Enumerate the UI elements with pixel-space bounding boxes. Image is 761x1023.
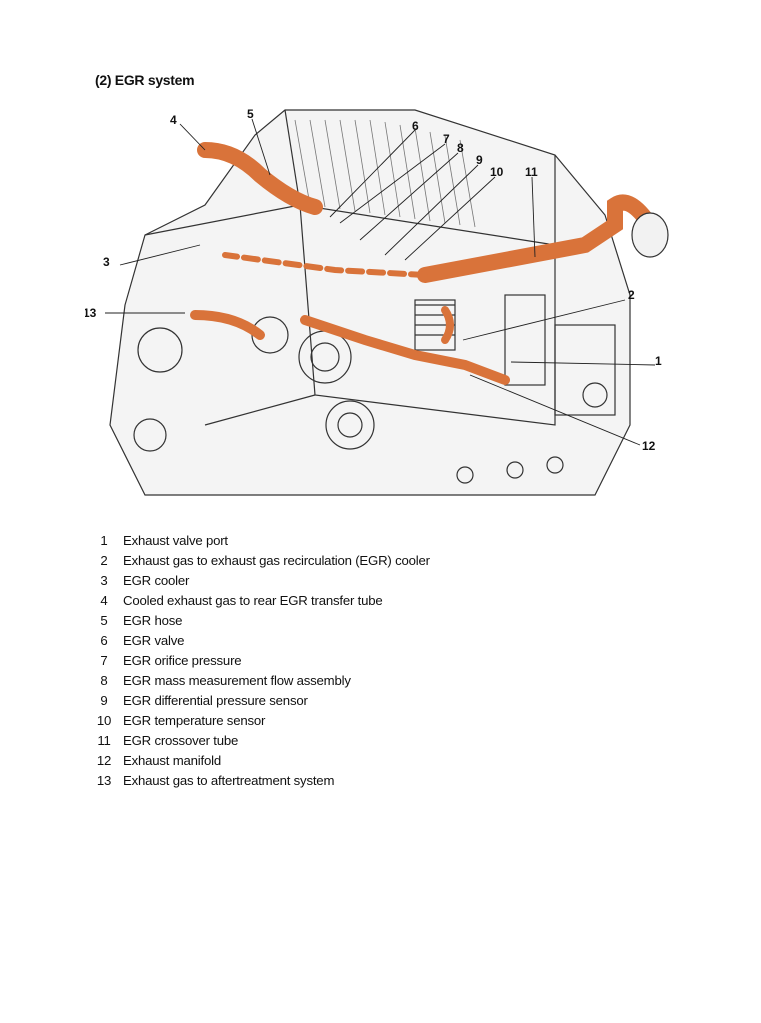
- legend-text: EGR cooler: [123, 572, 190, 588]
- legend-item: 13 Exhaust gas to aftertreatment system: [93, 770, 430, 790]
- legend-text: Exhaust manifold: [123, 752, 221, 768]
- legend-list: 1 Exhaust valve port 2 Exhaust gas to exha…: [93, 530, 430, 790]
- callout-7: 7: [443, 132, 450, 146]
- legend-item: 4 Cooled exhaust gas to rear EGR transfer…: [93, 590, 430, 610]
- turbo-outlet-icon: [631, 212, 669, 258]
- legend-number: 2: [100, 552, 108, 568]
- legend-item: 10 EGR temperature sensor: [93, 710, 430, 730]
- exhaust-to-cooler-path: [441, 306, 454, 344]
- exhaust-manifold-path: [300, 315, 510, 385]
- callout-1: 1: [655, 354, 662, 368]
- legend-item: 8 EGR mass measurement flow assembly: [93, 670, 430, 690]
- legend-text: EGR temperature sensor: [123, 712, 266, 728]
- engine-illustration: [109, 109, 631, 496]
- legend-number: 5: [100, 612, 108, 628]
- callout-8: 8: [457, 141, 464, 155]
- legend-item: 5 EGR hose: [93, 610, 430, 630]
- egr-cooler-flow-path: [222, 252, 428, 278]
- callout-9: 9: [476, 153, 483, 167]
- legend-number: 7: [100, 652, 108, 668]
- legend-item: 3 EGR cooler: [93, 570, 430, 590]
- legend-text: Cooled exhaust gas to rear EGR transfer …: [123, 592, 383, 608]
- legend-text: EGR differential pressure sensor: [123, 692, 308, 708]
- callout-10: 10: [490, 165, 504, 179]
- egr-hose-path: [197, 142, 323, 215]
- legend-number: 3: [100, 572, 108, 588]
- callout-12: 12: [642, 439, 656, 453]
- legend-text: Exhaust valve port: [123, 532, 228, 548]
- legend-item: 6 EGR valve: [93, 630, 430, 650]
- legend-item: 2 Exhaust gas to exhaust gas recirculatio…: [93, 550, 430, 570]
- legend-number: 10: [96, 712, 112, 728]
- callout-13: 13: [85, 306, 97, 320]
- callout-2: 2: [628, 288, 635, 302]
- legend-item: 7 EGR orifice pressure: [93, 650, 430, 670]
- exhaust-to-aftertreatment-path: [190, 310, 265, 340]
- egr-crossover-tube-path: [417, 194, 658, 283]
- legend-number: 9: [100, 692, 108, 708]
- legend-item: 11 EGR crossover tube: [93, 730, 430, 750]
- legend-number: 13: [96, 772, 112, 788]
- legend-text: EGR orifice pressure: [123, 652, 242, 668]
- legend-number: 4: [100, 592, 108, 608]
- egr-system-diagram: 1 2 3 4 5 6 7 8 9 10 11 12 13: [85, 95, 675, 500]
- legend-number: 8: [100, 672, 108, 688]
- legend-item: 12 Exhaust manifold: [93, 750, 430, 770]
- legend-number: 6: [100, 632, 108, 648]
- legend-text: Exhaust gas to exhaust gas recirculation…: [123, 552, 430, 568]
- legend-number: 12: [96, 752, 112, 768]
- legend-text: EGR crossover tube: [123, 732, 239, 748]
- legend-item: 1 Exhaust valve port: [93, 530, 430, 550]
- legend-text: Exhaust gas to aftertreatment system: [123, 772, 335, 788]
- egr-flow-path: [190, 142, 658, 385]
- callout-11: 11: [525, 165, 538, 179]
- callout-3: 3: [103, 255, 110, 269]
- leader-lines: [105, 118, 656, 446]
- legend-number: 11: [97, 732, 111, 748]
- legend-text: EGR mass measurement flow assembly: [123, 672, 351, 688]
- page-heading: (2) EGR system: [95, 72, 195, 88]
- callout-4: 4: [170, 113, 177, 127]
- legend-item: 9 EGR differential pressure sensor: [93, 690, 430, 710]
- legend-number: 1: [100, 532, 108, 548]
- legend-text: EGR hose: [123, 612, 183, 628]
- callout-5: 5: [247, 107, 254, 121]
- legend-text: EGR valve: [123, 632, 185, 648]
- callout-6: 6: [412, 119, 419, 133]
